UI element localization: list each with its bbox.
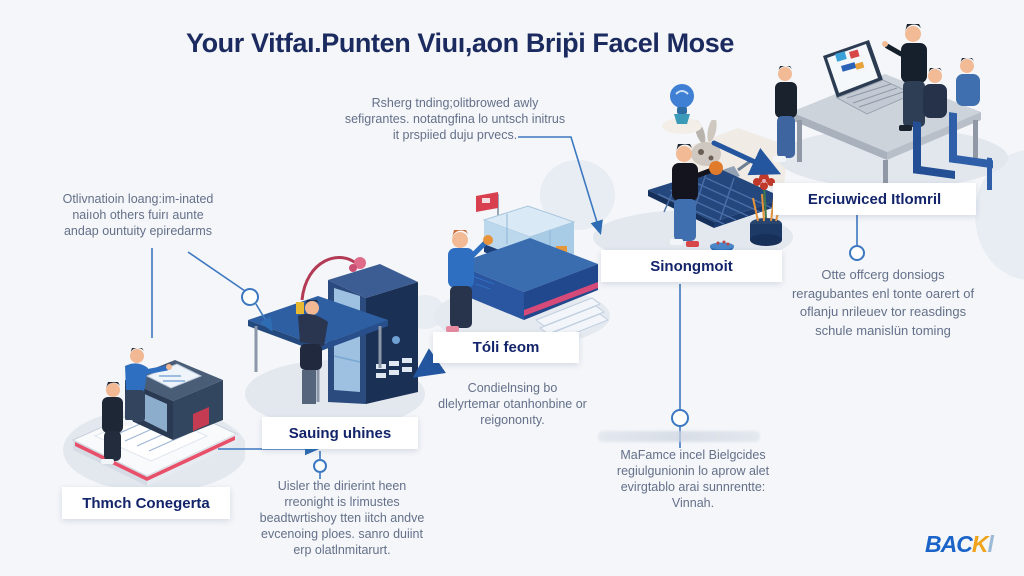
note-line: dlelyrtemar otanhonbine or: [438, 397, 587, 411]
stage-label-5: Erciuwiced Itlomril: [773, 183, 976, 215]
kiosk-machine-illustration: [434, 192, 610, 344]
server-cabinet-illustration: [245, 256, 425, 428]
stage-label-1: Thmch Conegerta: [62, 487, 230, 519]
stage-label-text: Tóli feom: [472, 339, 540, 356]
page-title: Your Vitfaı.Punten Viuı,aon Briṗi Facel …: [185, 28, 734, 58]
blurred-text-smudge: [598, 431, 760, 442]
note-left: Otlivnatioin loang:im-inated naiıoh othe…: [18, 191, 258, 239]
note-line: rreonight is lrimustes: [284, 495, 400, 509]
note-line: regiulgunionin lo aprow alet: [616, 464, 770, 478]
note-line: oflanju nrileuev tor reasdings: [799, 304, 967, 319]
note-line: Uisler the dirierint heen: [277, 479, 407, 493]
note-line: andap ountuity epiredarms: [63, 224, 212, 238]
note-line: naiıoh others fuirı aunte: [72, 208, 204, 222]
stage-label-text: Erciuwiced Itlomril: [807, 190, 942, 208]
note-right: Otte offcerg donsiogs reragubantes enl t…: [742, 266, 1024, 340]
note-line: Condielnsing bo: [467, 381, 558, 395]
stage-label-text: Sinongmoit: [650, 257, 733, 275]
note-line: evcenoing ploes. sanro duiint: [261, 527, 423, 541]
note-line: schule manislün toming: [815, 322, 951, 338]
note-bottom-right: MaFamce incel Bielgcides regiulgunionin …: [584, 447, 802, 511]
note-line: reigononıty.: [480, 413, 545, 427]
stage-label-4: Sinongmoit: [601, 250, 782, 282]
logo-text-blue: BAC: [925, 531, 973, 557]
note-line: MaFamce incel Bielgcides: [620, 448, 766, 462]
note-line: Vinnah.: [671, 496, 715, 510]
note-line: evirgtablo arai sunnrentte:: [620, 480, 766, 494]
printing-press-illustration: [63, 347, 245, 492]
stage-label-3: Tóli feom: [433, 332, 579, 363]
note-line: it prspiied duju prvecs.: [392, 128, 518, 142]
note-line: erp olatlnmitarurt.: [293, 543, 391, 557]
stage-label-2: Sauing uhines: [262, 417, 418, 449]
back-logo[interactable]: BACKl: [925, 531, 994, 558]
lightbulb-icon: [662, 84, 702, 134]
note-line: reragubantes enl tonte oarert of: [791, 285, 975, 301]
team-desk-illustration: [773, 24, 1008, 190]
note-center: Condielnsing bo dlelyrtemar otanhonbine …: [410, 380, 615, 428]
note-bottom-left: Uisler the dirierint heen rreonight is l…: [233, 478, 451, 558]
stage-label-text: Thmch Conegerta: [82, 494, 210, 512]
logo-text-orange: K: [971, 531, 989, 557]
note-line: beadtwrtishoy tten iitch andve: [259, 511, 425, 525]
note-line: sefigrantes. notatngfina lo untsch initr…: [344, 112, 566, 126]
note-line: Otte offcerg donsiogs: [821, 267, 945, 282]
stage-label-text: Sauing uhines: [288, 424, 392, 442]
note-top-center: Rsherg tnding;olitbrowed awly sefigrante…: [330, 95, 580, 143]
logo-slash: l: [987, 531, 993, 557]
note-line: Otlivnatioin loang:im-inated: [62, 192, 214, 206]
note-line: Rsherg tnding;olitbrowed awly: [371, 96, 539, 110]
